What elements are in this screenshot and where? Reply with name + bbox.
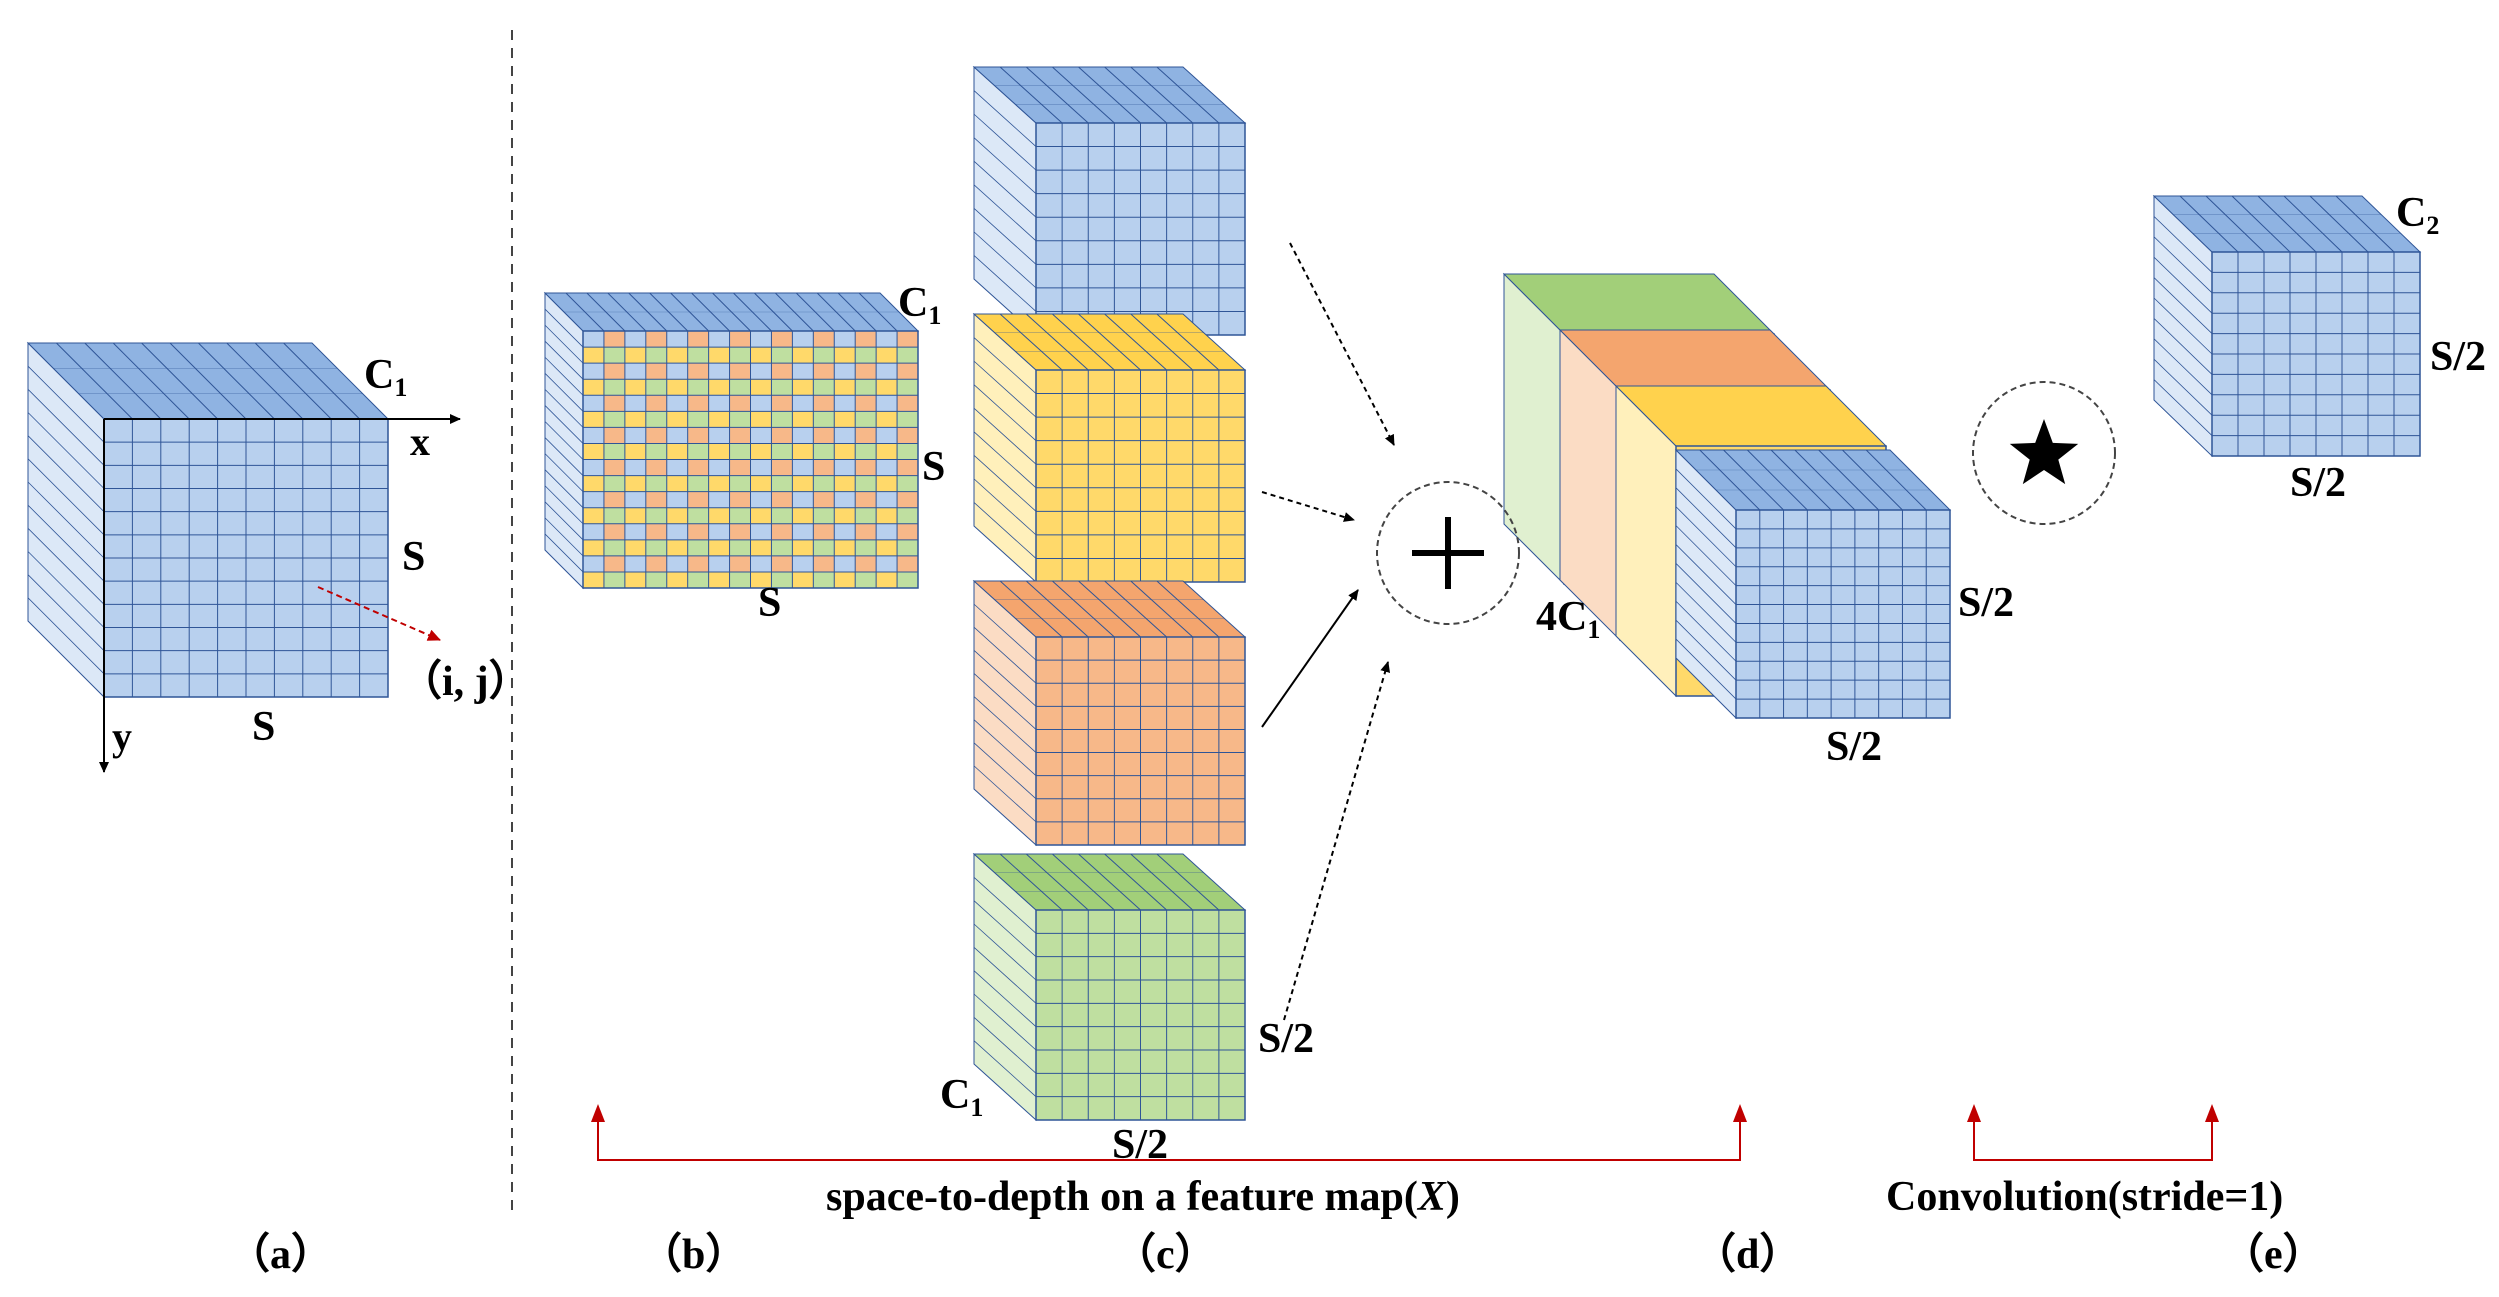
label-b-c1: C1: [898, 280, 941, 330]
panel-label-c: （c）: [1114, 1231, 1217, 1278]
cube-a-input: [26, 341, 390, 699]
cube-c-yellow: [972, 312, 1247, 584]
star-icon: [2009, 419, 2079, 485]
label-a-ij: （i, j）: [400, 658, 531, 705]
cube-e-output: [2152, 194, 2422, 458]
cube-d-blue: [1674, 448, 1952, 720]
label-b-s-bottom: S: [758, 580, 781, 626]
cube-c-blue: [972, 65, 1247, 337]
panel-label-d: （d）: [1694, 1231, 1801, 1278]
label-a-y: y: [112, 714, 132, 759]
label-c-s2-right: S/2: [1258, 1016, 1314, 1062]
cube-c-green: [972, 852, 1247, 1122]
bracket-space-to-depth: [591, 1104, 1747, 1161]
label-d-s2-bottom: S/2: [1826, 724, 1882, 770]
label-e-s2-bottom: S/2: [2290, 460, 2346, 506]
caption-convolution: Convolution(stride=1): [1886, 1174, 2283, 1220]
arrow-yellow-to-plus: [1261, 491, 1355, 522]
label-d-s2-right: S/2: [1958, 580, 2014, 626]
cube-c-orange: [972, 579, 1247, 847]
panel-label-a: （a）: [228, 1231, 333, 1278]
concat-operator: [1376, 481, 1520, 625]
cube-b-mixed: [543, 291, 920, 590]
pixel-pointer-arrow: [317, 586, 441, 641]
label-e-s2-right: S/2: [2430, 334, 2486, 380]
cube-layer: [26, 65, 2422, 1122]
label-a-s-right: S: [402, 534, 425, 580]
bracket-convolution: [1967, 1104, 2219, 1161]
label-a-s-bottom: S: [252, 704, 275, 750]
arrow-green-to-plus: [1283, 661, 1391, 1021]
caption-space-to-depth: space-to-depth on a feature map(X): [826, 1174, 1460, 1220]
panel-label-b: （b）: [640, 1231, 747, 1278]
arrow-orange-to-plus: [1261, 589, 1359, 728]
label-a-c1: C1: [364, 352, 407, 402]
label-b-s-right: S: [922, 444, 945, 490]
label-c-s2-bottom: S/2: [1112, 1122, 1168, 1168]
convolution-operator: [1972, 381, 2116, 525]
label-d-4c1: 4C1: [1536, 594, 1600, 644]
panel-label-e: （e）: [2222, 1231, 2325, 1278]
label-a-x: x: [410, 419, 430, 464]
arrow-blue-to-plus: [1289, 242, 1395, 446]
label-e-c2: C2: [2396, 190, 2439, 240]
label-c-c1: C1: [940, 1072, 983, 1122]
